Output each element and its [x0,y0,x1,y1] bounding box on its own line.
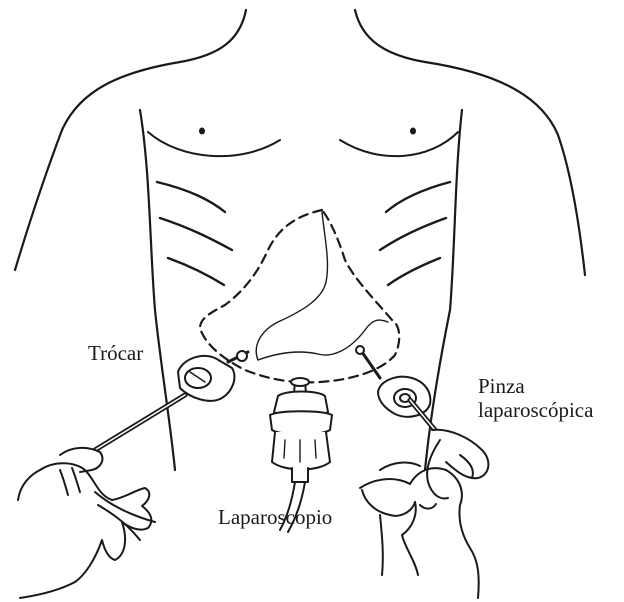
forceps-label: Pinza laparoscópica [478,374,618,422]
forceps-label-line2: laparoscópica [478,398,618,422]
laparoscope-label: Laparoscopio [218,505,332,529]
trocar-label: Trócar [88,341,143,365]
chest-lines [148,132,458,156]
laparoscopic-forceps-handle [427,430,488,499]
trocar-device [178,351,248,401]
rib-lines [157,182,450,285]
nipple-marks [199,128,416,135]
forceps-label-line1: Pinza [478,374,618,398]
right-hand [360,463,479,598]
stomach-outline [256,212,388,360]
abdominal-cavity-outline [200,210,399,382]
left-hand [18,448,155,598]
